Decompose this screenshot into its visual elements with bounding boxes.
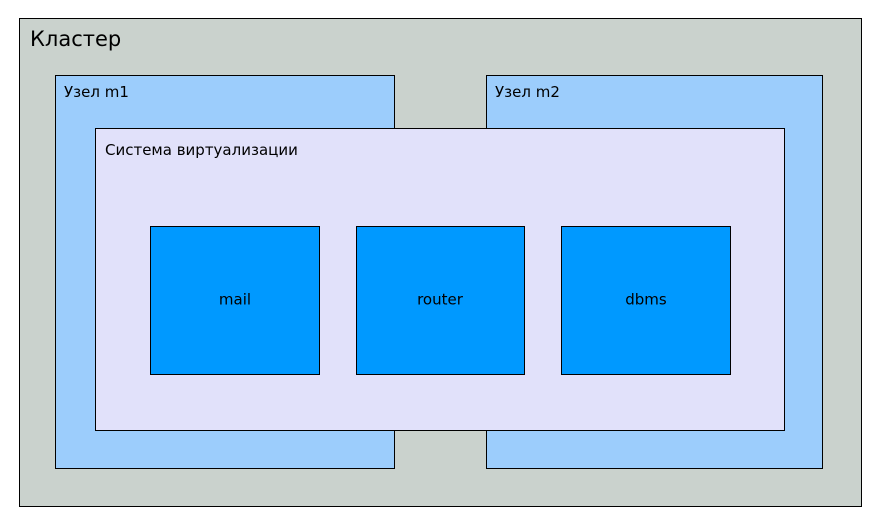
vm-label-mail: mail [218,290,252,309]
vm-box-router[interactable] [356,226,525,375]
vm-label-dbms: dbms [625,290,667,309]
vm-box-mail[interactable] [150,226,320,375]
node-label-m2: Узел m2 [495,83,560,101]
cluster-label: Кластер [30,27,122,51]
vm-box-dbms[interactable] [561,226,731,375]
node-label-m1: Узел m1 [64,83,129,101]
vm-label-router: router [417,290,463,309]
virtualization-system-label: Система виртуализации [105,141,298,159]
